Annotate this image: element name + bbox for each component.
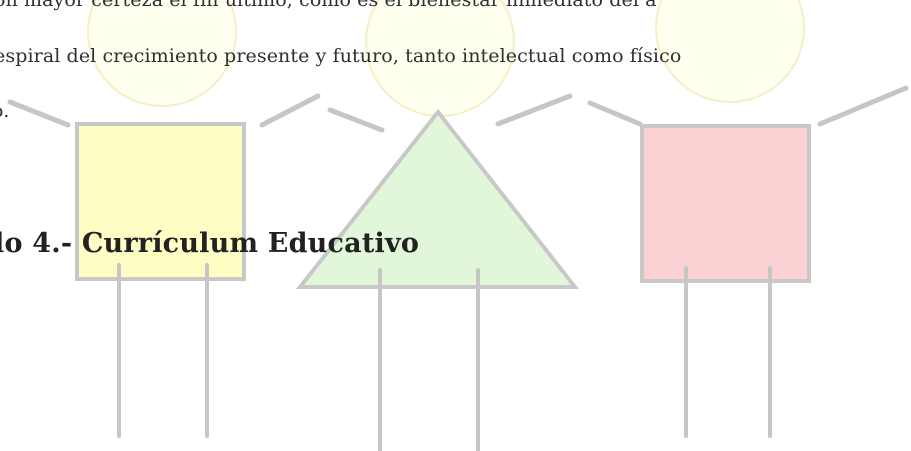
figure-body-triangle	[295, 108, 580, 289]
figure-head	[655, 0, 805, 103]
figure-right-arm	[495, 93, 573, 127]
figure-right-arm	[817, 85, 909, 127]
figure-left-arm	[327, 107, 385, 133]
figure-right-arm	[259, 93, 321, 128]
watermark-figure-square-yellow	[7, 0, 321, 438]
watermark-figure-triangle-green	[295, 0, 580, 451]
figure-head	[365, 0, 515, 117]
figure-body-square	[75, 122, 246, 281]
figure-left-arm	[7, 99, 71, 128]
watermark-figure-square-red	[587, 0, 909, 438]
figure-left-arm	[587, 100, 643, 127]
figure-body-square	[640, 124, 811, 283]
figure-head	[87, 0, 237, 107]
